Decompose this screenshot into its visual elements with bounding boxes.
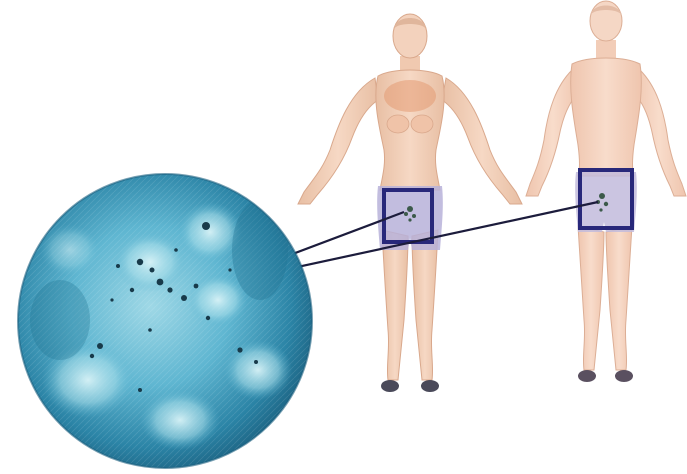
female-right-leg <box>412 230 438 380</box>
female-left-foot <box>381 380 399 392</box>
male-right-leg <box>606 226 632 370</box>
male-left-leg <box>578 226 604 370</box>
male-torso <box>571 58 642 176</box>
male-right-foot <box>615 370 633 382</box>
female-right-foot <box>421 380 439 392</box>
male-left-foot <box>578 370 596 382</box>
female-right-arm <box>442 78 522 204</box>
female-left-leg <box>382 230 408 380</box>
microscopic-view <box>18 174 312 468</box>
female-figure <box>298 14 522 392</box>
male-figure <box>526 1 686 382</box>
female-left-arm <box>298 78 378 204</box>
